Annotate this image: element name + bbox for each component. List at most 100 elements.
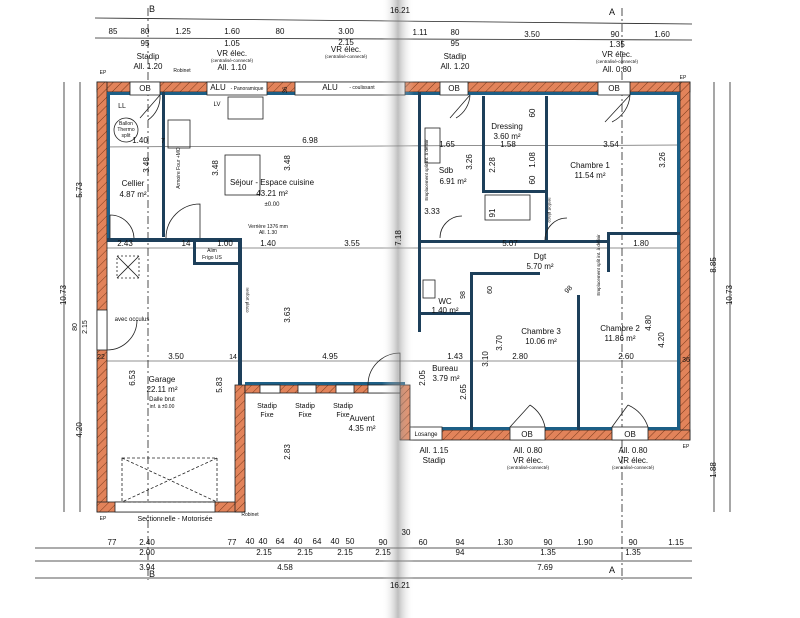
label-wall-tags-pier: 36 [283,86,289,93]
label-bottom-dims-row-7: 64 [313,537,322,546]
label-rooms-4-name: Chambre 1 [570,161,610,170]
label-bottom-dims-row-13: 94 [456,538,465,547]
window-stadip-fixe-2 [297,384,317,394]
label-fixtures-frigo: Frigo US [202,255,222,261]
label-rooms-4-area: 11.54 m² [575,171,606,180]
label-wall-tags-ep2: EP [680,75,687,81]
label-fixtures-renfort: renfort placo [245,287,250,313]
label-bottom-dims-sub-7: 1.35 [625,548,641,557]
label-top-openings-4-type: VR élec. [602,50,632,59]
garage-door-sectionnelle [114,501,216,513]
label-top-openings-1-note: (centralisé-connecté) [211,58,254,63]
label-top-dims-sub-1: 1.05 [224,39,240,48]
window-ob-5 [611,426,649,441]
label-interior-dims-9: 1.40 [260,239,276,248]
label-section-marks-a-bottom: A [609,565,615,575]
label-interior-dims-30: 3.10 [481,351,490,367]
label-rooms-10-slab: Dalle brut [149,397,175,403]
label-bottom-dims-sub-4: 2.15 [375,548,391,557]
label-bottom-openings-0-height: All. 1.15 [420,446,449,455]
label-bottom-dims-row-12: 60 [419,538,428,547]
label-top-dims-row-7: 80 [451,28,460,37]
label-top-openings-4-height: All. 0.80 [603,65,632,74]
label-rooms-10-slab-level: inf. à ±0.00 [150,404,175,410]
label-top-openings-0-type: Stadip [137,52,160,61]
label-bottom-dims-row-10: 90 [379,538,388,547]
label-interior-dims-0: 1.40 [132,136,148,145]
label-bottom-dims-total: 16.21 [390,581,411,590]
label-fixtures-stadip-fixe-0: Stadip [333,403,353,410]
window-ob-1 [129,81,161,96]
label-bottom-openings-1-height: All. 0.80 [514,446,543,455]
label-rooms-0-name: Cellier [122,179,145,188]
label-top-dims-row-2: 1.25 [175,27,191,36]
label-bottom-dims-group-2: 7.69 [537,563,553,572]
label-bottom-dims-row-17: 90 [629,538,638,547]
label-interior-dims-19: 1.80 [633,239,649,248]
label-interior-dims-1: 7 [161,138,165,145]
label-wall-tags-robinet1: Robinet [173,68,191,74]
label-interior-dims-2: 6.98 [302,136,318,145]
label-top-dims-row-4: 80 [276,27,285,36]
label-side-dims-left-3: 4.20 [75,422,84,438]
label-wall-tags-ob2: OB [448,84,460,93]
label-interior-dims-15: 3.26 [465,154,474,170]
label-section-marks-b-bottom: B [149,569,155,579]
label-bottom-dims-row-1: 2.40 [139,538,155,547]
label-bottom-dims-sub-3: 2.15 [337,548,353,557]
label-bottom-dims-row-16: 1.90 [577,538,593,547]
label-top-dims-row-6: 1.11 [413,28,429,37]
label-wall-tags-robinet2: Robinet [241,512,259,518]
label-wall-tags-alu1: ALU [210,83,226,92]
label-fixtures-ballon-1: Thermo [117,127,134,133]
label-interior-dims-13: 1.58 [500,140,516,149]
label-bottom-dims-row-18: 1.15 [668,538,684,547]
label-interior-dims-20: 3.63 [283,307,292,323]
label-interior-dims-4: 3.48 [211,160,220,176]
label-bottom-dims-row-8: 40 [331,537,340,546]
label-top-openings-0-height: All. 1.20 [134,62,163,71]
label-wall-tags-ep4: EP [683,444,690,450]
window-ob-4 [509,426,546,441]
label-section-marks-b-top: B [149,4,155,14]
label-top-openings-1-height: All. 1.10 [218,63,247,72]
label-bottom-dims-sub-5: 94 [456,548,465,557]
label-bottom-openings-2-note: (centralisé-connecté) [612,465,655,470]
label-side-dims-left-0: 5.73 [75,182,84,198]
label-bottom-openings-1-note: (centralisé-connecté) [507,465,550,470]
label-top-dims-row-1: 80 [141,27,150,36]
label-fixtures-ll: LL [118,103,126,110]
label-interior-dims-32: 4.20 [657,332,666,348]
label-top-dims-row-8: 3.50 [524,30,540,39]
label-interior-dims-5: 3.48 [283,155,292,171]
label-bottom-dims-row-14: 1.30 [497,538,513,547]
label-rooms-5-area: 5.70 m² [526,262,553,271]
label-interior-dims-29: 3.70 [495,335,504,351]
label-fixtures-stadip-fixe-1: Fixe [298,412,311,419]
label-top-dims-row-5: 3.00 [338,27,354,36]
label-fixtures-split: Emplacement split int. à définir [424,139,429,201]
label-rooms-2-name: Sdb [439,166,454,175]
label-top-openings-4-note: (centralisé-connecté) [596,59,639,64]
label-bottom-openings-0-type: Stadip [423,456,446,465]
label-bottom-openings-2-type: VR élec. [618,456,648,465]
label-fixtures-stadip-fixe-0: Stadip [295,403,315,410]
label-fixtures-verriere-h: All. 1.30 [259,230,277,236]
label-fixtures-garage-door: Sectionnelle - Motorisée [137,516,212,523]
label-top-openings-3-height: All. 1.20 [441,62,470,71]
label-interior-dims-14: 3.54 [603,140,619,149]
label-interior-dims-25: 1.43 [447,352,463,361]
label-bottom-dims-row-4: 40 [259,537,268,546]
label-interior-dims-40: 60 [528,108,537,117]
openings [96,81,649,513]
label-rooms-1-area: 43.21 m² [256,189,288,198]
label-rooms-8-area: 11.86 m² [605,334,636,343]
label-interior-dims-42: 91 [488,208,497,217]
label-interior-dims-27: 2.60 [618,352,634,361]
label-wall-tags-ob5: OB [624,430,636,439]
label-fixtures-stadip-fixe-1: Fixe [260,412,273,419]
label-wall-tags-alu1-note: - Panoramique [231,86,264,92]
label-rooms-8-name: Chambre 2 [600,324,640,333]
label-interior-dims-18: 5.07 [502,239,518,248]
